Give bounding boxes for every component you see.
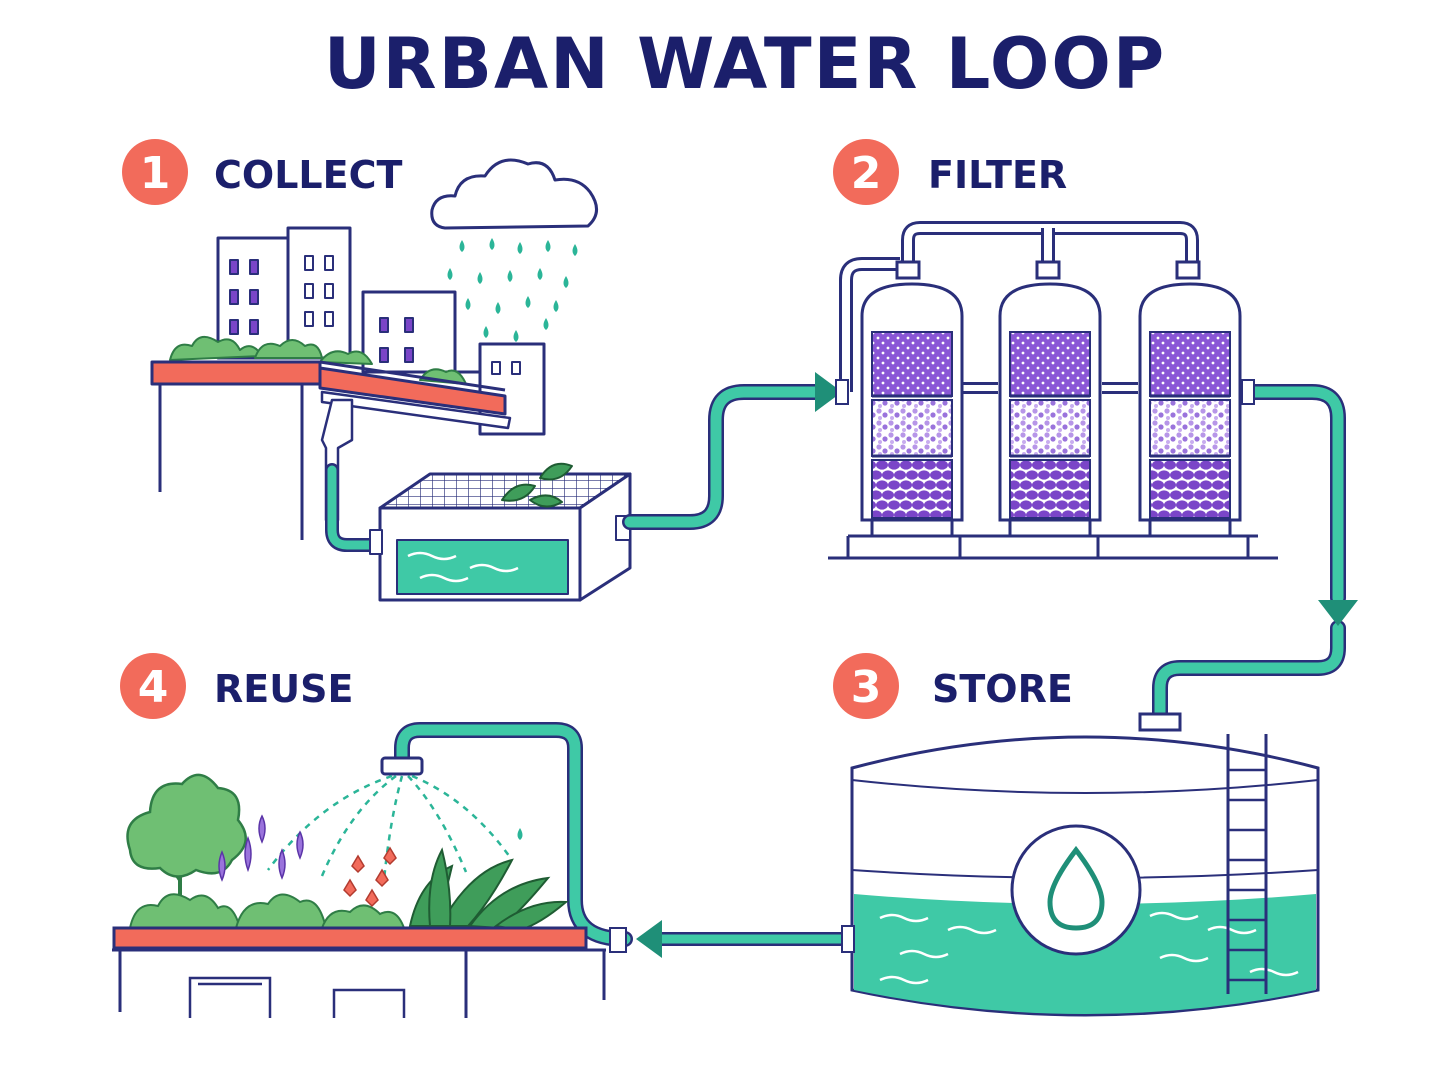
step-2-label: FILTER [928, 153, 1067, 197]
garden-shrubs [128, 893, 406, 929]
step-1-header: 1 COLLECT [122, 139, 402, 205]
step-4-number: 4 [138, 662, 169, 713]
step-4-header: 4 REUSE [120, 653, 353, 719]
collect-illustration [150, 158, 632, 602]
garden-roof-slab [112, 926, 588, 950]
green-roof-slab [150, 360, 322, 386]
step-1-number: 1 [140, 148, 171, 199]
leafy-plants [408, 847, 569, 932]
lavender-plants [218, 814, 304, 882]
tree-icon [126, 773, 247, 912]
water-spray [266, 774, 514, 881]
step-3-number: 3 [851, 662, 882, 713]
rain-drops-icon [447, 238, 578, 342]
collection-box [369, 472, 632, 602]
step-2-badge [833, 139, 899, 205]
cloud-icon [430, 158, 598, 230]
pipe-collect-to-filter [622, 384, 828, 530]
sprinkler-head-icon [380, 756, 424, 776]
city-buildings [216, 226, 546, 436]
arrow-to-reuse-icon [636, 920, 662, 958]
arrow-to-filter-icon [815, 372, 842, 412]
filter-illustration [828, 221, 1278, 560]
filter-tank-3 [1138, 260, 1242, 536]
step-3-header: 3 STORE [833, 653, 1073, 719]
water-drop-icon [1047, 845, 1105, 931]
step-2-number: 2 [851, 148, 882, 199]
step-1-label: COLLECT [214, 153, 402, 197]
step-3-label: STORE [932, 667, 1073, 711]
reuse-illustration [112, 756, 627, 1018]
arrow-to-store-icon [1318, 600, 1358, 626]
gutter [320, 390, 512, 430]
store-illustration [841, 712, 1320, 1017]
leaves-icon [501, 462, 573, 508]
step-4-label: REUSE [214, 667, 353, 711]
page-title: URBAN WATER LOOP [324, 23, 1166, 105]
pipe-filter-to-store [1238, 384, 1346, 606]
step-1-badge [122, 139, 188, 205]
step-2-header: 2 FILTER [833, 139, 1067, 205]
step-3-badge [833, 653, 899, 719]
tank-ladder [1226, 734, 1268, 994]
filter-tank-2 [998, 260, 1102, 536]
flower-plants [343, 846, 397, 908]
filter-tank-1 [860, 260, 964, 536]
step-4-badge [120, 653, 186, 719]
